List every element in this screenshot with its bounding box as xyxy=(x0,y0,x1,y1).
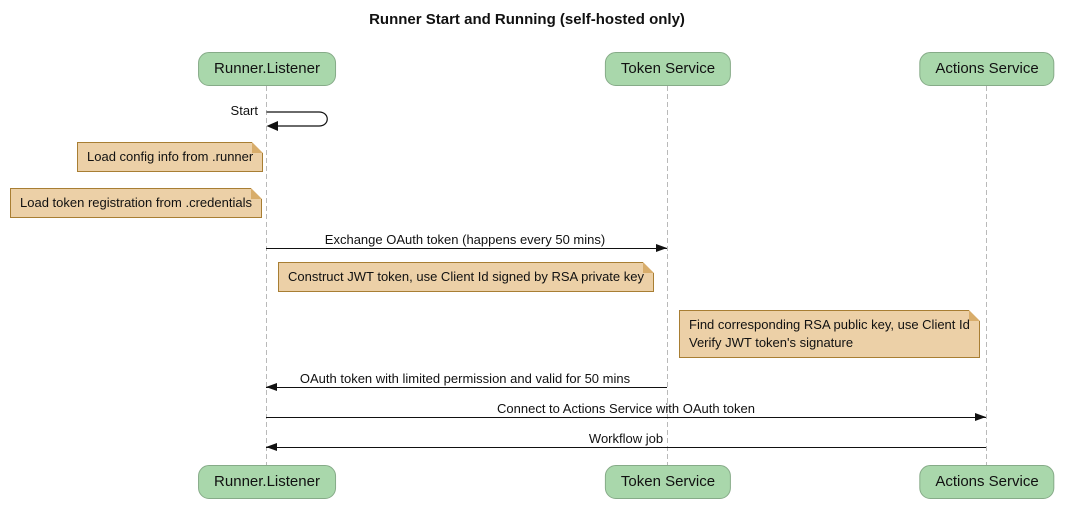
note-load-token-registration: Load token registration from .credential… xyxy=(10,188,262,218)
message-arrow-exchange-oauth xyxy=(266,244,667,252)
message-label-connect-actions: Connect to Actions Service with OAuth to… xyxy=(497,401,755,416)
participant-runner-listener-bottom: Runner.Listener xyxy=(198,465,336,499)
message-label-workflow-job: Workflow job xyxy=(588,431,664,446)
note-text: Load token registration from .credential… xyxy=(20,195,252,210)
note-text-line-2: Verify JWT token's signature xyxy=(689,335,854,350)
self-message-arrow xyxy=(266,111,328,131)
participant-actions-service-top: Actions Service xyxy=(919,52,1055,86)
arrowhead-left-icon xyxy=(266,383,277,391)
note-construct-jwt: Construct JWT token, use Client Id signe… xyxy=(278,262,654,292)
lifeline-token-service xyxy=(667,86,668,465)
note-text: Load config info from .runner xyxy=(87,149,254,164)
note-verify-jwt: Find corresponding RSA public key, use C… xyxy=(679,310,980,358)
message-arrow-connect-actions xyxy=(266,413,986,421)
participant-runner-listener-top: Runner.Listener xyxy=(198,52,336,86)
diagram-title: Runner Start and Running (self-hosted on… xyxy=(369,11,685,28)
message-arrow-oauth-returned xyxy=(266,383,667,391)
message-arrow-workflow-job xyxy=(266,443,986,451)
message-label-start: Start xyxy=(230,103,258,118)
participant-actions-service-bottom: Actions Service xyxy=(919,465,1055,499)
arrowhead-right-icon xyxy=(975,413,986,421)
lifeline-actions-service xyxy=(986,86,987,465)
note-load-config: Load config info from .runner xyxy=(77,142,264,172)
participant-token-service-bottom: Token Service xyxy=(604,465,732,499)
participant-token-service-top: Token Service xyxy=(604,52,732,86)
message-label-exchange-oauth: Exchange OAuth token (happens every 50 m… xyxy=(324,232,606,247)
lifeline-runner-listener xyxy=(266,86,267,465)
arrowhead-right-icon xyxy=(656,244,667,252)
arrowhead-left-icon xyxy=(266,443,277,451)
note-text: Construct JWT token, use Client Id signe… xyxy=(288,269,644,284)
note-text-line-1: Find corresponding RSA public key, use C… xyxy=(689,317,970,332)
message-label-oauth-returned: OAuth token with limited permission and … xyxy=(299,371,631,386)
